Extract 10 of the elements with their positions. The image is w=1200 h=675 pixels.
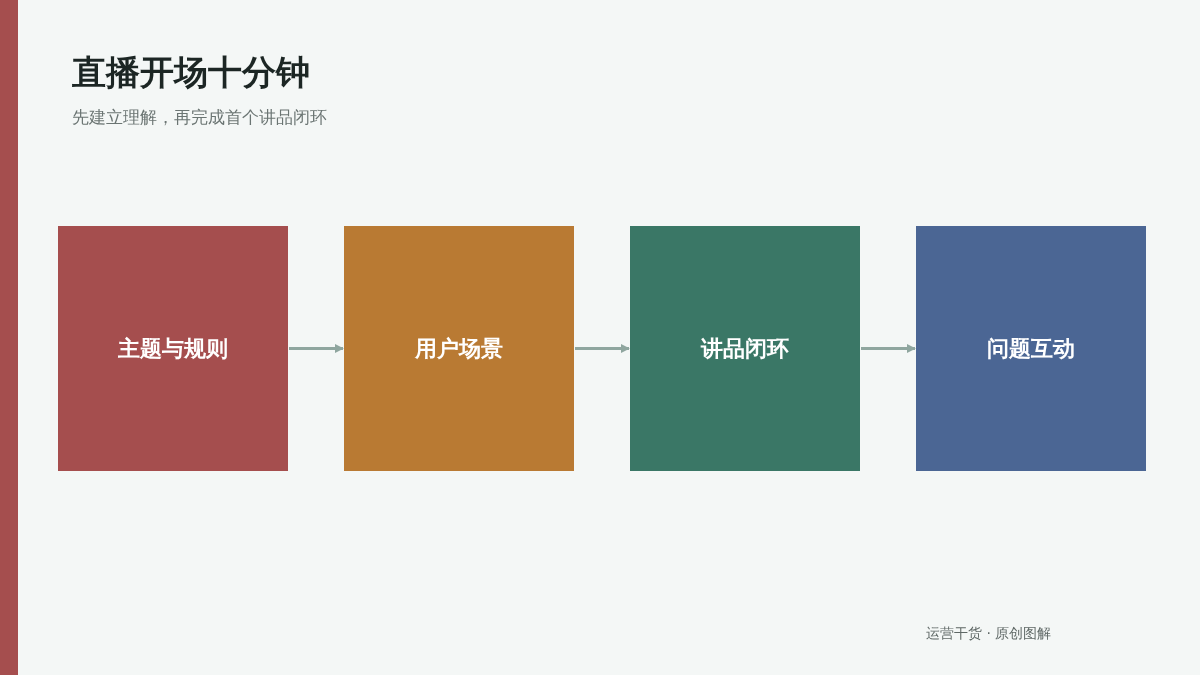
title: 直播开场十分钟	[72, 51, 310, 94]
step-box: 主题与规则	[58, 226, 288, 471]
arrow	[289, 344, 344, 353]
arrow	[575, 344, 630, 353]
footer-note: 运营干货 · 原创图解	[926, 625, 1052, 643]
step-box: 问题互动	[916, 226, 1146, 471]
subtitle: 先建立理解，再完成首个讲品闭环	[72, 106, 327, 129]
arrow	[861, 344, 916, 353]
step-box: 讲品闭环	[630, 226, 860, 471]
step-box: 用户场景	[344, 226, 574, 471]
